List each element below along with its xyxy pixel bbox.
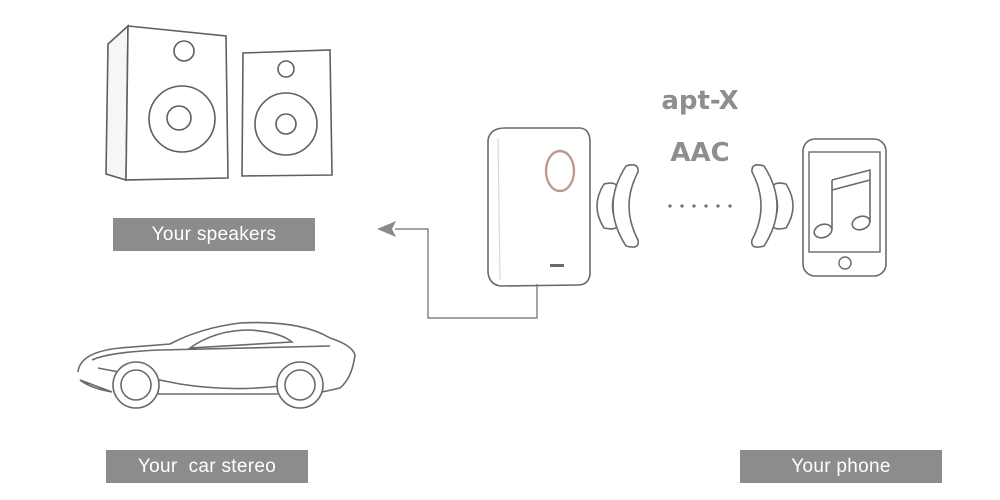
phone-icon (802, 138, 887, 277)
codec-label-aptx: apt-X (661, 86, 739, 116)
signal-dots (668, 204, 732, 208)
speakers-icon (105, 24, 333, 182)
codec-label-aac: AAC (670, 138, 730, 168)
music-note-icon (813, 168, 871, 239)
signal-waves-icon (596, 164, 640, 248)
car-icon (77, 321, 356, 409)
car-stereo-label: Your car stereo (106, 450, 308, 483)
phone-label: Your phone (740, 450, 942, 483)
speakers-label: Your speakers (113, 218, 315, 251)
small-speaker (241, 49, 333, 177)
signal-waves-icon (750, 164, 794, 248)
arrow-icon (377, 221, 538, 319)
receiver-icon (487, 127, 591, 287)
large-speaker (105, 24, 229, 182)
